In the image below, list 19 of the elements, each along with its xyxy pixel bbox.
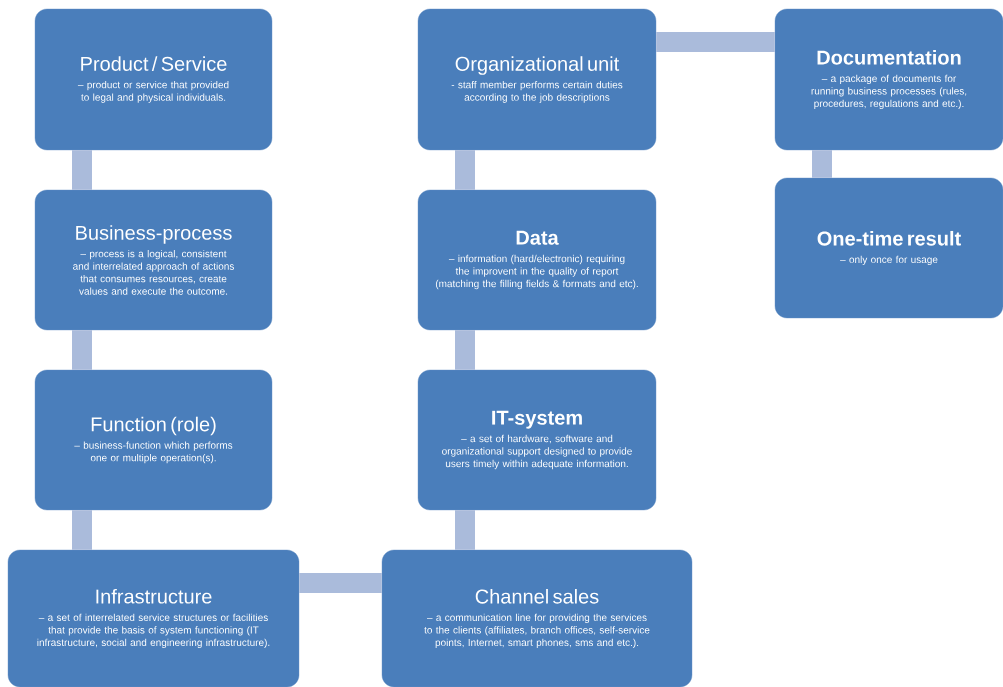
connector-bar [72, 330, 92, 370]
process-box: Organizational unit - staff member performs certain duties according to the job descriptions [417, 8, 657, 151]
process-box: One-time result – only once for usage [774, 177, 1003, 319]
process-box: Function (role) – business-function which performs one or multiple operation(s). [34, 369, 273, 511]
process-box: Infrastructure – a set of interrelated service structures or facilities that provide the basis of system functioning (IT infrastructure, social and engineering infrastructure). [7, 549, 300, 687]
connector-bar [455, 150, 475, 190]
process-box: Data – information (hard/electronic) requiring the improvent in the quality of report (matching the filling fields & formats and etc). [417, 189, 657, 331]
connector-bar [656, 32, 775, 52]
process-box: Business-process – process is a logical, consistent and interrelated approach of actions that consumes resources, create values and execute the outcome. [34, 189, 273, 331]
process-box: Channel sales – a communication line for providing the services to the clients (affiliates, branch offices, self-service points, Internet, smart phones, sms and etc.). [381, 549, 693, 687]
connector-bar [455, 510, 475, 550]
process-box: Product / Service – product or service that provided to legal and physical individuals. [34, 8, 273, 151]
process-box: IT-system – a set of hardware, software and organizational support designed to provide users timely within adequate information. [417, 369, 657, 511]
connector-bar [72, 510, 92, 550]
connector-bar [299, 573, 382, 593]
process-box: Documentation – a package of documents for running business processes (rules, procedures, regulations and etc.). [774, 8, 1003, 151]
connector-bar [72, 150, 92, 190]
connector-bar [455, 330, 475, 370]
connector-bar [812, 150, 832, 178]
